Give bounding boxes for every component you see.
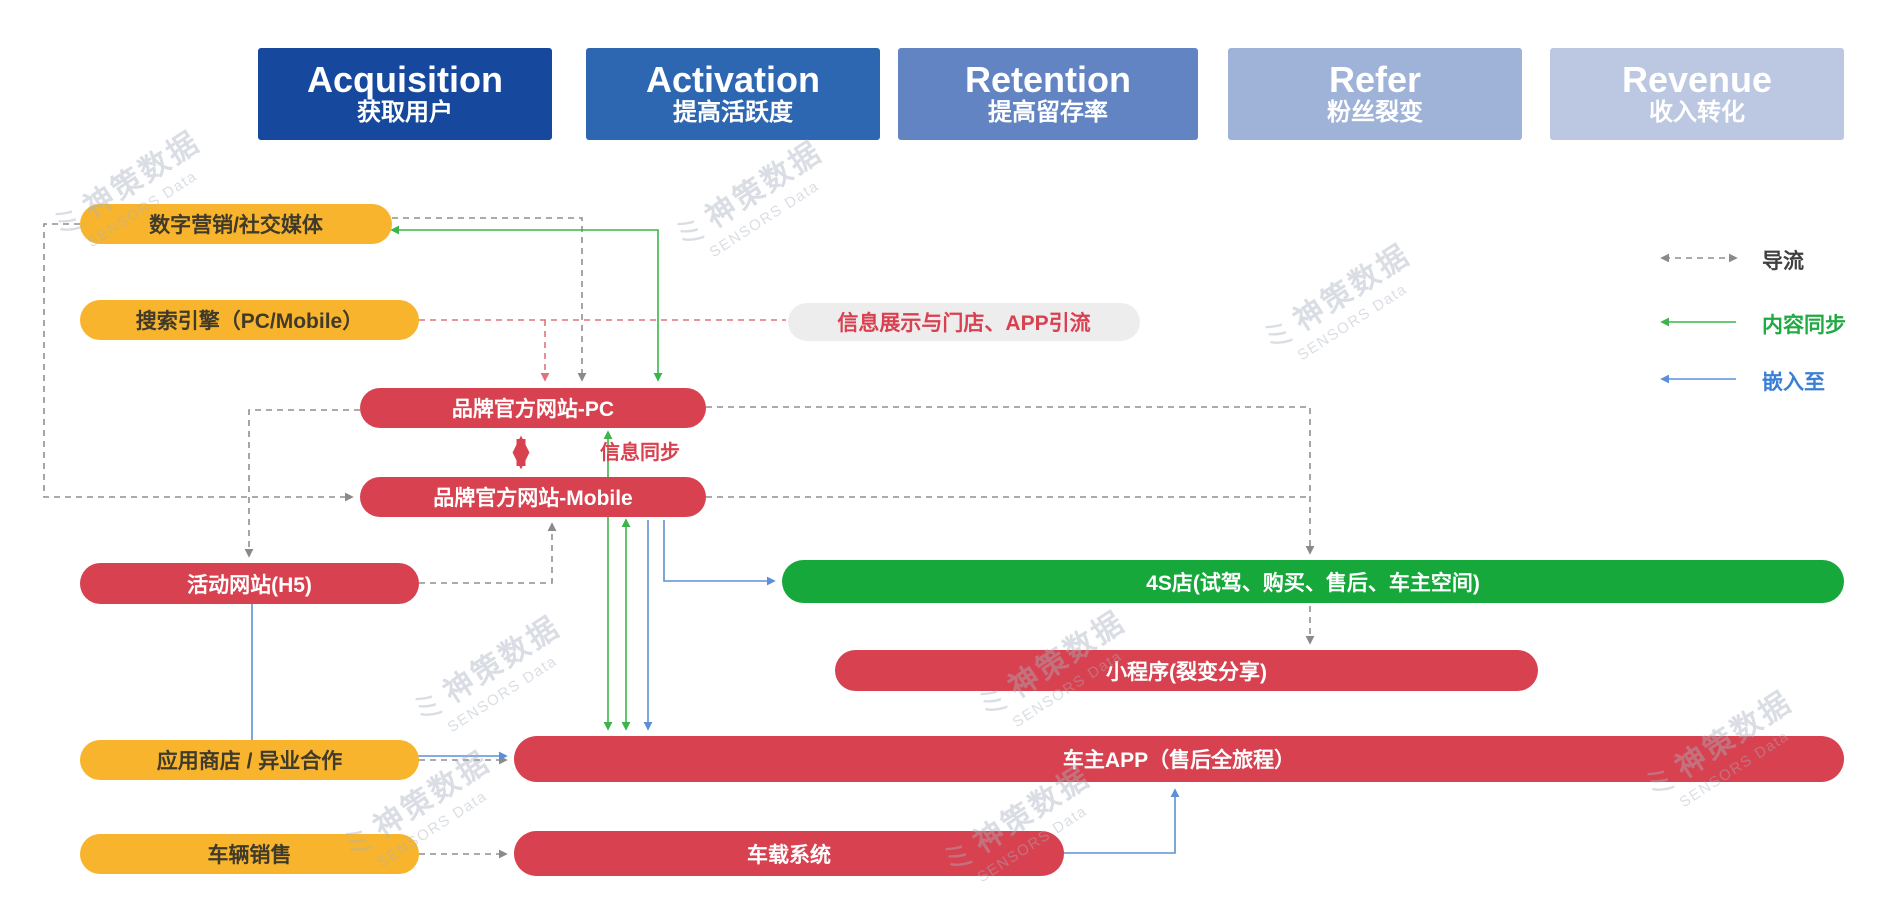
stage-activation-zh: 提高活跃度: [673, 99, 793, 127]
stage-refer-en: Refer: [1328, 58, 1422, 100]
node-owner-app: 车主APP（售后全旅程）: [514, 736, 1844, 782]
node-4s-store: 4S店(试驾、购买、售后、车主空间): [782, 560, 1844, 603]
node-campaign-site-h5: 活动网站(H5): [80, 563, 419, 604]
legend-content-sync-label: 内容同步: [1762, 314, 1846, 337]
node-in-car-system: 车载系统: [514, 831, 1064, 876]
stage-activation-en: Activation: [645, 58, 821, 100]
node-app-store-partnership: 应用商店 / 异业合作: [80, 740, 419, 780]
legend-embed-label: 嵌入至: [1762, 371, 1825, 394]
stage-revenue: Revenue 收入转化: [1550, 48, 1844, 140]
stage-acquisition: Acquisition 获取用户: [258, 48, 552, 140]
stage-activation: Activation 提高活跃度: [586, 48, 880, 140]
stage-refer: Refer 粉丝裂变: [1228, 48, 1522, 140]
node-mini-program: 小程序(裂变分享): [835, 650, 1538, 691]
node-brand-website-pc: 品牌官方网站-PC: [360, 388, 706, 428]
node-search-engine: 搜索引擎（PC/Mobile）: [80, 300, 419, 340]
stage-revenue-zh: 收入转化: [1649, 99, 1745, 127]
legend-traffic-label: 导流: [1762, 250, 1804, 273]
stage-acquisition-en: Acquisition: [307, 58, 503, 100]
stage-retention: Retention 提高留存率: [898, 48, 1198, 140]
stage-acquisition-zh: 获取用户: [357, 99, 453, 127]
stage-revenue-en: Revenue: [1621, 58, 1773, 100]
node-vehicle-sales: 车辆销售: [80, 834, 419, 874]
annotation-info-sync: 信息同步: [600, 442, 680, 464]
annotation-info-display: 信息展示与门店、APP引流: [788, 303, 1140, 341]
stage-retention-zh: 提高留存率: [988, 99, 1108, 127]
node-brand-website-mobile: 品牌官方网站-Mobile: [360, 477, 706, 517]
stage-refer-zh: 粉丝裂变: [1327, 99, 1423, 127]
node-digital-marketing: 数字营销/社交媒体: [80, 204, 392, 244]
stage-retention-en: Retention: [965, 58, 1131, 100]
